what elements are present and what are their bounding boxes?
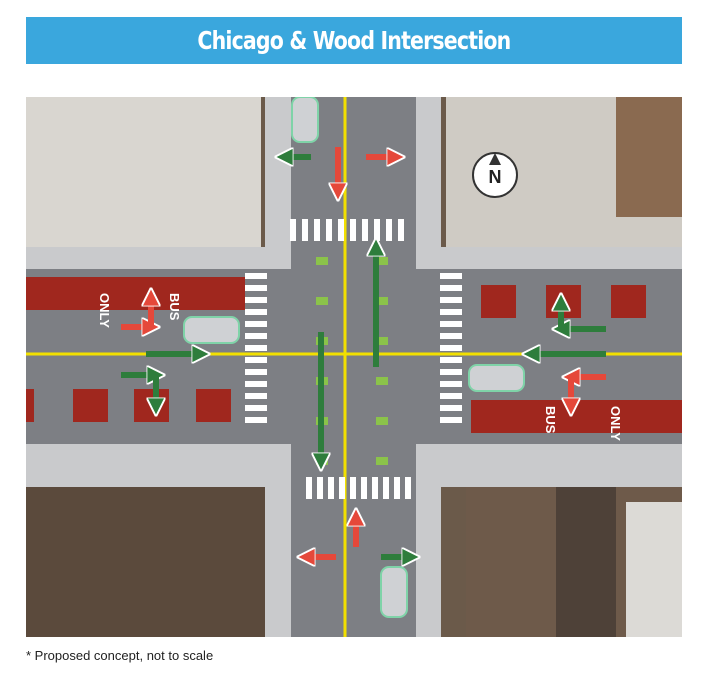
crosswalk-stripe [328, 477, 334, 499]
crosswalk-stripe [245, 333, 267, 339]
crosswalk-stripe [386, 219, 392, 241]
crosswalk-stripe [440, 309, 462, 315]
car [468, 364, 525, 392]
crosswalk-stripe [440, 285, 462, 291]
crosswalk-stripe [245, 297, 267, 303]
crosswalk-stripe [245, 369, 267, 375]
crosswalk-stripe [302, 219, 308, 241]
crosswalk-stripe [440, 333, 462, 339]
page-title: Chicago & Wood Intersection [197, 26, 511, 55]
crosswalk-stripe [398, 219, 404, 241]
intersection-map: BUS ONLY BUS ONLY (function(){ const s=d… [26, 97, 682, 637]
crosswalk-stripe [245, 357, 267, 363]
bus-marking-east: BUS [543, 406, 558, 434]
crosswalk-stripe [290, 219, 296, 241]
bike-lane-marker [316, 257, 328, 265]
north-compass: N [472, 152, 518, 198]
crosswalk-stripe [440, 357, 462, 363]
crosswalk-stripe [350, 219, 356, 241]
crosswalk-stripe [440, 381, 462, 387]
crosswalk-stripe [440, 393, 462, 399]
crosswalk-stripe [326, 219, 332, 241]
crosswalk-stripe [339, 477, 345, 499]
bike-lane-marker [376, 417, 388, 425]
crosswalk-stripe [245, 321, 267, 327]
crosswalk-stripe [317, 477, 323, 499]
crosswalk-stripe [361, 477, 367, 499]
crosswalk-stripe [245, 393, 267, 399]
bus-lane-westbound [26, 277, 245, 310]
crosswalk-stripe [383, 477, 389, 499]
bike-lane-marker [316, 297, 328, 305]
building-nw [26, 97, 261, 247]
building-sw [26, 482, 266, 637]
bike-lane-marker [376, 457, 388, 465]
crosswalk-stripe [245, 381, 267, 387]
crosswalk-stripe [440, 297, 462, 303]
crosswalk-stripe [405, 477, 411, 499]
bike-lane-marker [376, 377, 388, 385]
crosswalk-stripe [372, 477, 378, 499]
crosswalk-stripe [440, 273, 462, 279]
title-banner: Chicago & Wood Intersection [26, 17, 682, 64]
crosswalk-stripe [245, 417, 267, 423]
bus-marking: BUS [167, 293, 182, 321]
bike-lane-marker [376, 257, 388, 265]
car [380, 566, 408, 618]
footnote: * Proposed concept, not to scale [26, 648, 214, 663]
crosswalk-stripe [440, 417, 462, 423]
crosswalk-stripe [245, 405, 267, 411]
car [291, 97, 319, 143]
crosswalk-stripe [440, 345, 462, 351]
crosswalk-stripe [374, 219, 380, 241]
crosswalk-stripe [362, 219, 368, 241]
crosswalk-stripe [440, 405, 462, 411]
crosswalk-stripe [338, 219, 344, 241]
bus-lane-eastbound [471, 400, 682, 433]
compass-label: N [489, 167, 502, 187]
crosswalk-stripe [245, 345, 267, 351]
only-marking: ONLY [97, 293, 112, 328]
only-marking-east: ONLY [608, 406, 623, 441]
crosswalk-stripe [314, 219, 320, 241]
crosswalk-stripe [245, 285, 267, 291]
crosswalk-stripe [245, 309, 267, 315]
turn-box [73, 389, 108, 422]
crosswalk-stripe [394, 477, 400, 499]
crosswalk-stripe [440, 321, 462, 327]
crosswalk-stripe [306, 477, 312, 499]
crosswalk-stripe [245, 273, 267, 279]
crosswalk-stripe [440, 369, 462, 375]
bike-lane-marker [376, 297, 388, 305]
bike-lane-marker [376, 337, 388, 345]
car [183, 316, 240, 344]
crosswalk-stripe [350, 477, 356, 499]
